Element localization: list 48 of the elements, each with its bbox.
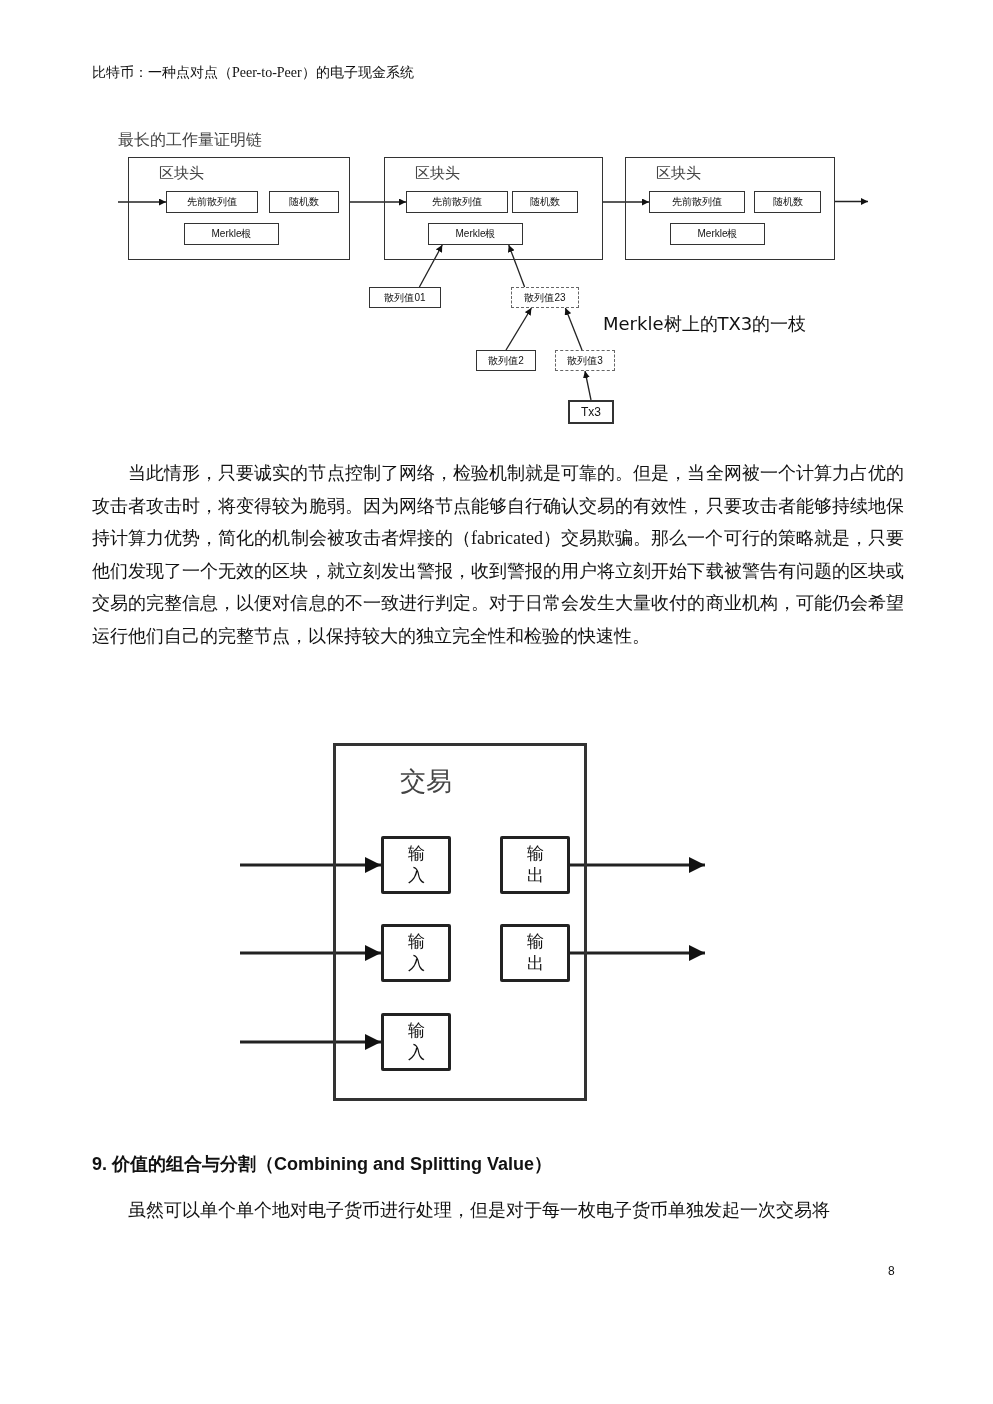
arrow [240,857,381,873]
input-output-box: 输出 [500,924,570,982]
hash-box: 散列值2 [476,350,536,371]
hash-box: 随机数 [512,191,578,213]
dashed-hash-box: 散列值23 [511,287,579,308]
body-paragraph: 虽然可以单个单个地对电子货币进行处理，但是对于每一枚电子货币单独发起一次交易将 [127,1199,831,1222]
hash-box: Merkle根 [184,223,279,245]
dashed-hash-box: 散列值3 [555,350,615,371]
arrow [583,370,592,401]
hash-box: 随机数 [269,191,339,213]
arrow [602,198,650,206]
section-heading: 9. 价值的组合与分割（Combining and Splitting Value） [92,1153,553,1176]
hash-box: 随机数 [754,191,821,213]
arrow [418,244,443,288]
arrow [349,198,407,206]
arrow [505,307,533,351]
box-heading: 区块头 [656,164,701,183]
arrow [564,307,583,351]
box-heading: 区块头 [159,164,204,183]
block-header-box [625,157,835,260]
arrow [240,1034,381,1050]
block-header-box [384,157,603,260]
hash-box: Merkle根 [670,223,765,245]
hash-box: 散列值01 [369,287,441,308]
hash-box: 先前散列值 [166,191,258,213]
box-heading: 区块头 [415,164,460,183]
arrow [117,198,167,206]
arrow [570,945,705,961]
arrow [240,945,381,961]
figure-title: 最长的工作量证明链 [118,130,262,150]
transaction-box [333,743,587,1101]
hash-box: 先前散列值 [649,191,745,213]
arrow [834,198,869,205]
input-output-box: 输入 [381,1013,451,1071]
figure-annotation: Merkle树上的TX3的一枝 [603,312,808,336]
hash-box: Merkle根 [428,223,523,245]
body-paragraph: 当此情形，只要诚实的节点控制了网络，检验机制就是可靠的。但是，当全网被一个计算力占优的攻击者攻击时，将变得较为脆弱。因为网络节点能够自行确认交易的有效性，只要攻击者能够持续地保持计算力优势，简化的机制会被攻击者焊接的（fabricated）交易欺骗。那么一个可行的策略就是，只要他们发现了一个无效的区块，就立刻发出警报，收到警报的用户将立刻开始下载被警告有问题的区块或交易的完整信息，以便对信息的不一致进行判定。对于日常会发生大量收付的商业机构，可能仍会希望运行他们自己的完整节点，以保持较大的独立完全性和检验的快速性。 [92,462,904,648]
input-output-box: 输出 [500,836,570,894]
running-header: 比特币：一种点对点（Peer-to-Peer）的电子现金系统 [92,64,415,82]
hash-box: 先前散列值 [406,191,508,213]
block-header-box [128,157,350,260]
input-output-box: 输入 [381,836,451,894]
input-output-box: 输入 [381,924,451,982]
arrow [507,244,526,288]
page-number: 8 [888,1264,896,1278]
hash-box: Tx3 [568,400,614,424]
box-heading: 交易 [400,766,452,798]
arrow [570,857,705,873]
